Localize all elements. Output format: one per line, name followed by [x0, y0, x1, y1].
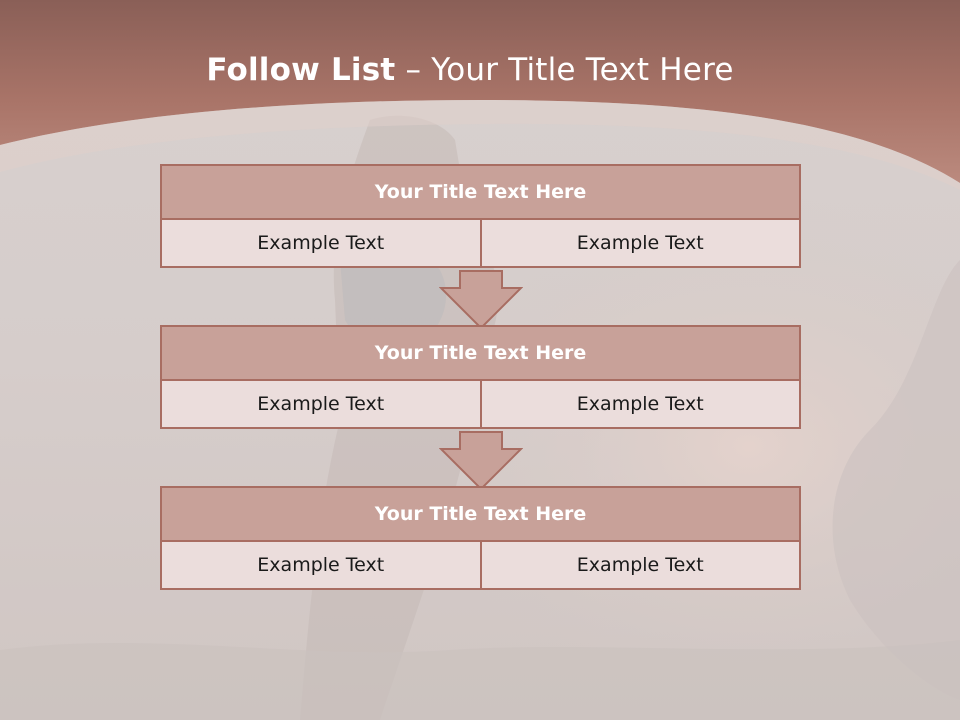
block-cell-left[interactable]: Example Text [160, 218, 482, 268]
block-cell-left[interactable]: Example Text [160, 379, 482, 429]
block-cell-left[interactable]: Example Text [160, 540, 482, 590]
block-cell-right[interactable]: Example Text [479, 379, 801, 429]
block-title[interactable]: Your Title Text Here [160, 486, 801, 542]
block-row: Example Text Example Text [160, 540, 801, 590]
flow-block-1: Your Title Text Here Example Text Exampl… [160, 164, 801, 268]
block-title[interactable]: Your Title Text Here [160, 164, 801, 220]
slide-title-bold: Follow List [206, 52, 396, 88]
flow-block-3: Your Title Text Here Example Text Exampl… [160, 486, 801, 590]
block-row: Example Text Example Text [160, 379, 801, 429]
block-cell-right[interactable]: Example Text [479, 218, 801, 268]
down-arrow-icon [439, 431, 523, 491]
slide-title-rest: – Your Title Text Here [395, 52, 734, 88]
flow-block-2: Your Title Text Here Example Text Exampl… [160, 325, 801, 429]
slide-title: Follow List – Your Title Text Here [0, 52, 940, 88]
header-band [0, 0, 960, 190]
block-title[interactable]: Your Title Text Here [160, 325, 801, 381]
block-cell-right[interactable]: Example Text [479, 540, 801, 590]
down-arrow-icon [439, 270, 523, 330]
block-row: Example Text Example Text [160, 218, 801, 268]
